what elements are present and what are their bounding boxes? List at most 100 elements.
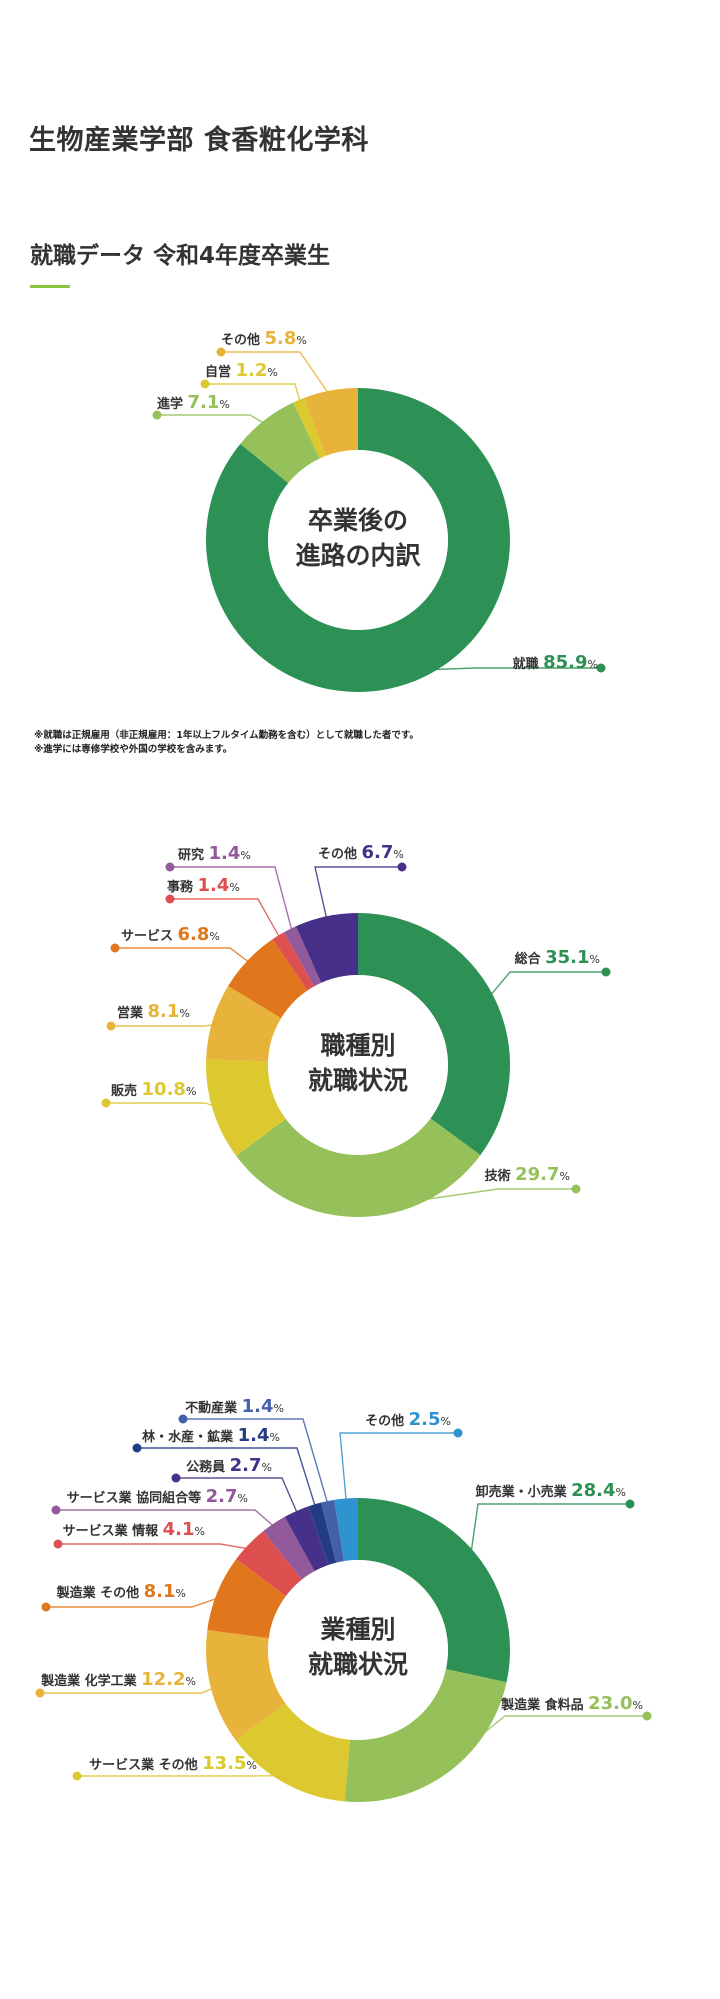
donut-slice	[358, 1498, 510, 1683]
slice-label-name: 総合	[515, 951, 546, 967]
slice-label-name: 就職	[513, 656, 544, 672]
donut-hole	[268, 1560, 448, 1740]
slice-label-name: 卸売業・小売業	[476, 1484, 572, 1500]
slice-label: 就職 85.9%	[513, 652, 598, 673]
donut-slices	[205, 388, 510, 692]
slice-label-unit: %	[441, 1415, 451, 1428]
slice-label-value: 29.7	[515, 1164, 559, 1185]
leader-line	[170, 866, 295, 937]
donut-hole	[268, 450, 448, 630]
slice-label-name: 販売	[111, 1083, 142, 1099]
slice-label: その他 6.7%	[318, 842, 404, 863]
leader-line	[58, 1543, 255, 1551]
slice-label-value: 35.1	[545, 947, 589, 968]
slice-label: その他 2.5%	[365, 1409, 451, 1430]
leader-dot	[571, 1184, 581, 1194]
slice-label-unit: %	[270, 1431, 280, 1444]
chart-center-title: 職種別	[320, 1031, 395, 1060]
slice-label-unit: %	[274, 1402, 284, 1415]
slice-label-unit: %	[195, 1525, 205, 1538]
slice-label-unit: %	[247, 1759, 257, 1772]
donut-slice	[207, 1559, 286, 1639]
leader-dot	[596, 663, 606, 673]
leader-dot	[216, 347, 226, 357]
slice-label-name: 事務	[167, 879, 198, 895]
slice-label-name: サービス業 情報	[63, 1523, 163, 1539]
chart-center-title: 業種別	[320, 1615, 395, 1644]
slice-labels: 総合 35.1%技術 29.7%販売 10.8%営業 8.1%サービス 6.8%…	[101, 842, 611, 1210]
leader-dot	[200, 379, 210, 389]
leader-dot	[152, 410, 162, 420]
slice-label-value: 85.9	[543, 652, 587, 673]
slice-label-unit: %	[560, 1170, 570, 1183]
leader-line	[56, 1509, 279, 1531]
slice-label-unit: %	[262, 1461, 272, 1474]
leader-line	[485, 971, 606, 1001]
footnotes: ※就職は正規雇用（非正規雇用：1年以上フルタイム勤務を含む）として就職した者です…	[34, 729, 419, 757]
footnote-further-study: ※進学には専修学校や外国の学校を含みます。	[34, 744, 233, 755]
leader-line	[469, 1503, 630, 1560]
slice-label-name: 技術	[485, 1168, 516, 1184]
slice-label-value: 10.8	[142, 1079, 186, 1100]
leader-line	[111, 1022, 221, 1027]
slice-label: 研究 1.4%	[178, 843, 251, 864]
slice-label-value: 1.4	[198, 875, 230, 896]
slice-label-name: その他	[365, 1413, 409, 1429]
donut-slice	[272, 932, 315, 991]
donut-slice	[236, 1531, 302, 1597]
donut-hole	[268, 975, 448, 1155]
chart-industry: 卸売業・小売業 28.4%製造業 食料品 23.0%サービス業 その他 13.5…	[35, 1396, 652, 1803]
slice-label-unit: %	[186, 1675, 196, 1688]
donut-slice	[206, 985, 282, 1062]
section-title: 就職データ 令和4年度卒業生	[30, 243, 331, 269]
slice-label-unit: %	[616, 1486, 626, 1499]
leader-dot	[106, 1021, 116, 1031]
page-title: 生物産業学部 食香粧化学科	[29, 125, 369, 156]
chart-center-title: 就職状況	[308, 1650, 408, 1679]
slice-label-name: 進学	[157, 396, 188, 412]
slice-label-name: 製造業 食料品	[500, 1697, 588, 1713]
slice-label-value: 2.5	[409, 1409, 441, 1430]
slice-label-unit: %	[179, 1007, 189, 1020]
footnote-employment: ※就職は正規雇用（非正規雇用：1年以上フルタイム勤務を含む）として就職した者です…	[34, 730, 419, 741]
leader-line	[221, 351, 333, 399]
slice-label: 不動産業 1.4%	[185, 1396, 284, 1417]
leader-dot	[53, 1539, 63, 1549]
leader-line	[40, 1685, 219, 1694]
donut-slices	[206, 1498, 510, 1803]
leader-dot	[625, 1499, 635, 1509]
leader-dot	[165, 862, 175, 872]
leader-dot	[453, 1428, 463, 1438]
leader-line	[176, 1477, 301, 1519]
slice-label-value: 2.7	[230, 1455, 262, 1476]
donut-slices	[206, 913, 511, 1218]
donut-slice	[284, 1506, 329, 1572]
slice-label-name: サービス	[121, 928, 178, 944]
slice-label-name: サービス業 協同組合等	[67, 1490, 206, 1506]
leader-line	[419, 667, 601, 671]
slice-label-unit: %	[267, 366, 277, 379]
slice-label: サービス 6.8%	[121, 924, 220, 945]
slice-label-value: 4.1	[163, 1519, 195, 1540]
slice-label-name: 林・水産・鉱業	[142, 1429, 238, 1445]
slice-label-name: 製造業 化学工業	[40, 1673, 141, 1689]
slice-label-unit: %	[296, 334, 306, 347]
leader-dot	[397, 862, 407, 872]
leader-line	[205, 383, 303, 408]
slice-label-name: 不動産業	[185, 1400, 242, 1416]
slice-label-unit: %	[588, 658, 598, 671]
slice-label-value: 6.8	[178, 924, 210, 945]
leader-line	[358, 1188, 576, 1210]
leader-dot	[165, 894, 175, 904]
donut-slice	[334, 1498, 358, 1562]
section-accent-bar	[30, 285, 70, 288]
chart-center-title: 卒業後の	[308, 506, 408, 535]
leader-dot	[51, 1505, 61, 1515]
slice-label-name: その他	[221, 332, 265, 348]
slice-label-value: 7.1	[188, 392, 220, 413]
leader-line	[442, 1715, 647, 1767]
leader-dot	[178, 1414, 188, 1424]
donut-slice	[295, 913, 358, 983]
slice-label: 卸売業・小売業 28.4%	[476, 1480, 626, 1501]
slice-label-value: 1.2	[236, 360, 268, 381]
